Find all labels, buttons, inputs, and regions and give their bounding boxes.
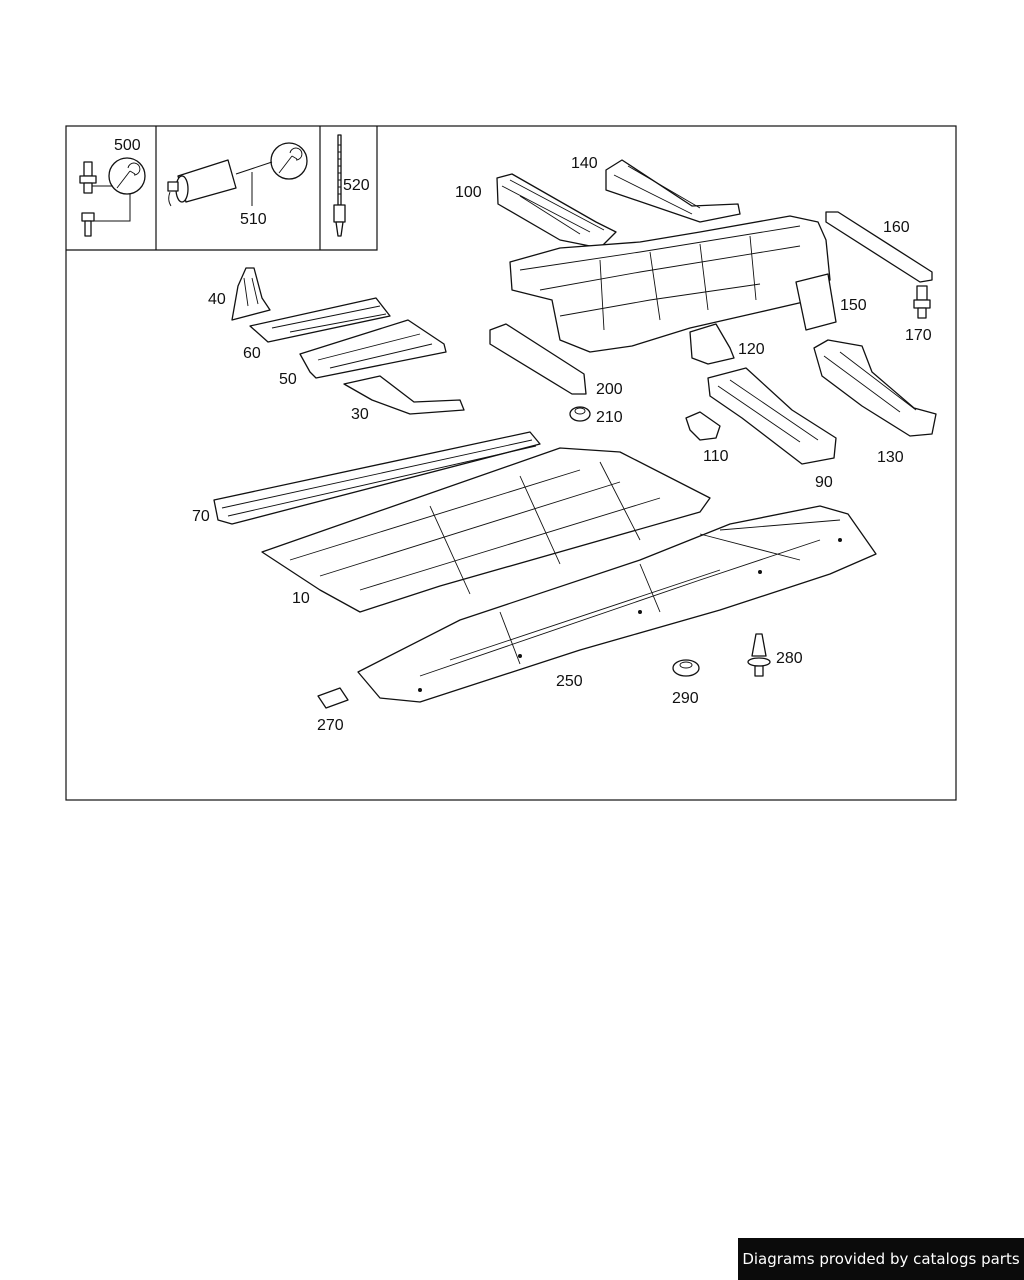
part-100[interactable]: [496, 173, 617, 249]
part-30[interactable]: [343, 375, 465, 415]
callout-270: 270: [317, 717, 344, 734]
wrench-symbol-icon: [270, 142, 308, 180]
part-50[interactable]: [299, 319, 447, 379]
callout-30: 30: [351, 406, 369, 423]
callout-130: 130: [877, 449, 904, 466]
callout-210: 210: [596, 409, 623, 426]
callout-160: 160: [883, 219, 910, 236]
callout-520: 520: [343, 177, 370, 194]
callout-500: 500: [114, 137, 141, 154]
credit-badge: Diagrams provided by catalogs parts: [738, 1238, 1024, 1280]
callout-60: 60: [243, 345, 261, 362]
part-10[interactable]: [261, 447, 711, 613]
part-210[interactable]: [569, 406, 591, 422]
part-520-cable-tie[interactable]: [333, 134, 346, 237]
part-70[interactable]: [213, 431, 541, 525]
callout-100: 100: [455, 184, 482, 201]
callout-170: 170: [905, 327, 932, 344]
part-510-sealant[interactable]: [167, 142, 308, 207]
callout-290: 290: [672, 690, 699, 707]
part-60[interactable]: [249, 297, 391, 343]
callout-50: 50: [279, 371, 297, 388]
sealant-tube-icon: [167, 159, 237, 207]
clip-icon: [685, 411, 721, 441]
wrench-symbol-icon: [108, 157, 146, 195]
callout-150: 150: [840, 297, 867, 314]
rivet-icon: [747, 633, 771, 677]
callout-110: 110: [703, 448, 729, 465]
main-crossmember-assembly[interactable]: [509, 215, 831, 353]
bolt-icon: [913, 285, 931, 319]
accessory-boxes: [66, 126, 378, 251]
part-110[interactable]: [685, 411, 721, 441]
part-40[interactable]: [231, 267, 271, 321]
callout-40: 40: [208, 291, 226, 308]
callout-200: 200: [596, 381, 623, 398]
part-150[interactable]: [795, 273, 837, 331]
callout-90: 90: [815, 474, 833, 491]
callout-140: 140: [571, 155, 598, 172]
callout-120: 120: [738, 341, 765, 358]
part-130[interactable]: [813, 339, 937, 437]
diagram-frame: [65, 125, 957, 801]
part-290[interactable]: [672, 659, 700, 677]
part-160[interactable]: [825, 211, 933, 283]
part-270[interactable]: [317, 687, 349, 709]
callout-10: 10: [292, 590, 310, 607]
part-200[interactable]: [489, 323, 587, 395]
callout-70: 70: [192, 508, 210, 525]
part-250[interactable]: [357, 505, 877, 703]
callout-280: 280: [776, 650, 803, 667]
part-140[interactable]: [605, 159, 741, 223]
part-280[interactable]: [747, 633, 771, 677]
callout-510: 510: [240, 211, 267, 228]
callout-250: 250: [556, 673, 583, 690]
part-500-bolts[interactable]: [79, 157, 146, 237]
part-120[interactable]: [689, 323, 735, 365]
part-170-bolt[interactable]: [913, 285, 931, 319]
part-90[interactable]: [707, 367, 837, 465]
